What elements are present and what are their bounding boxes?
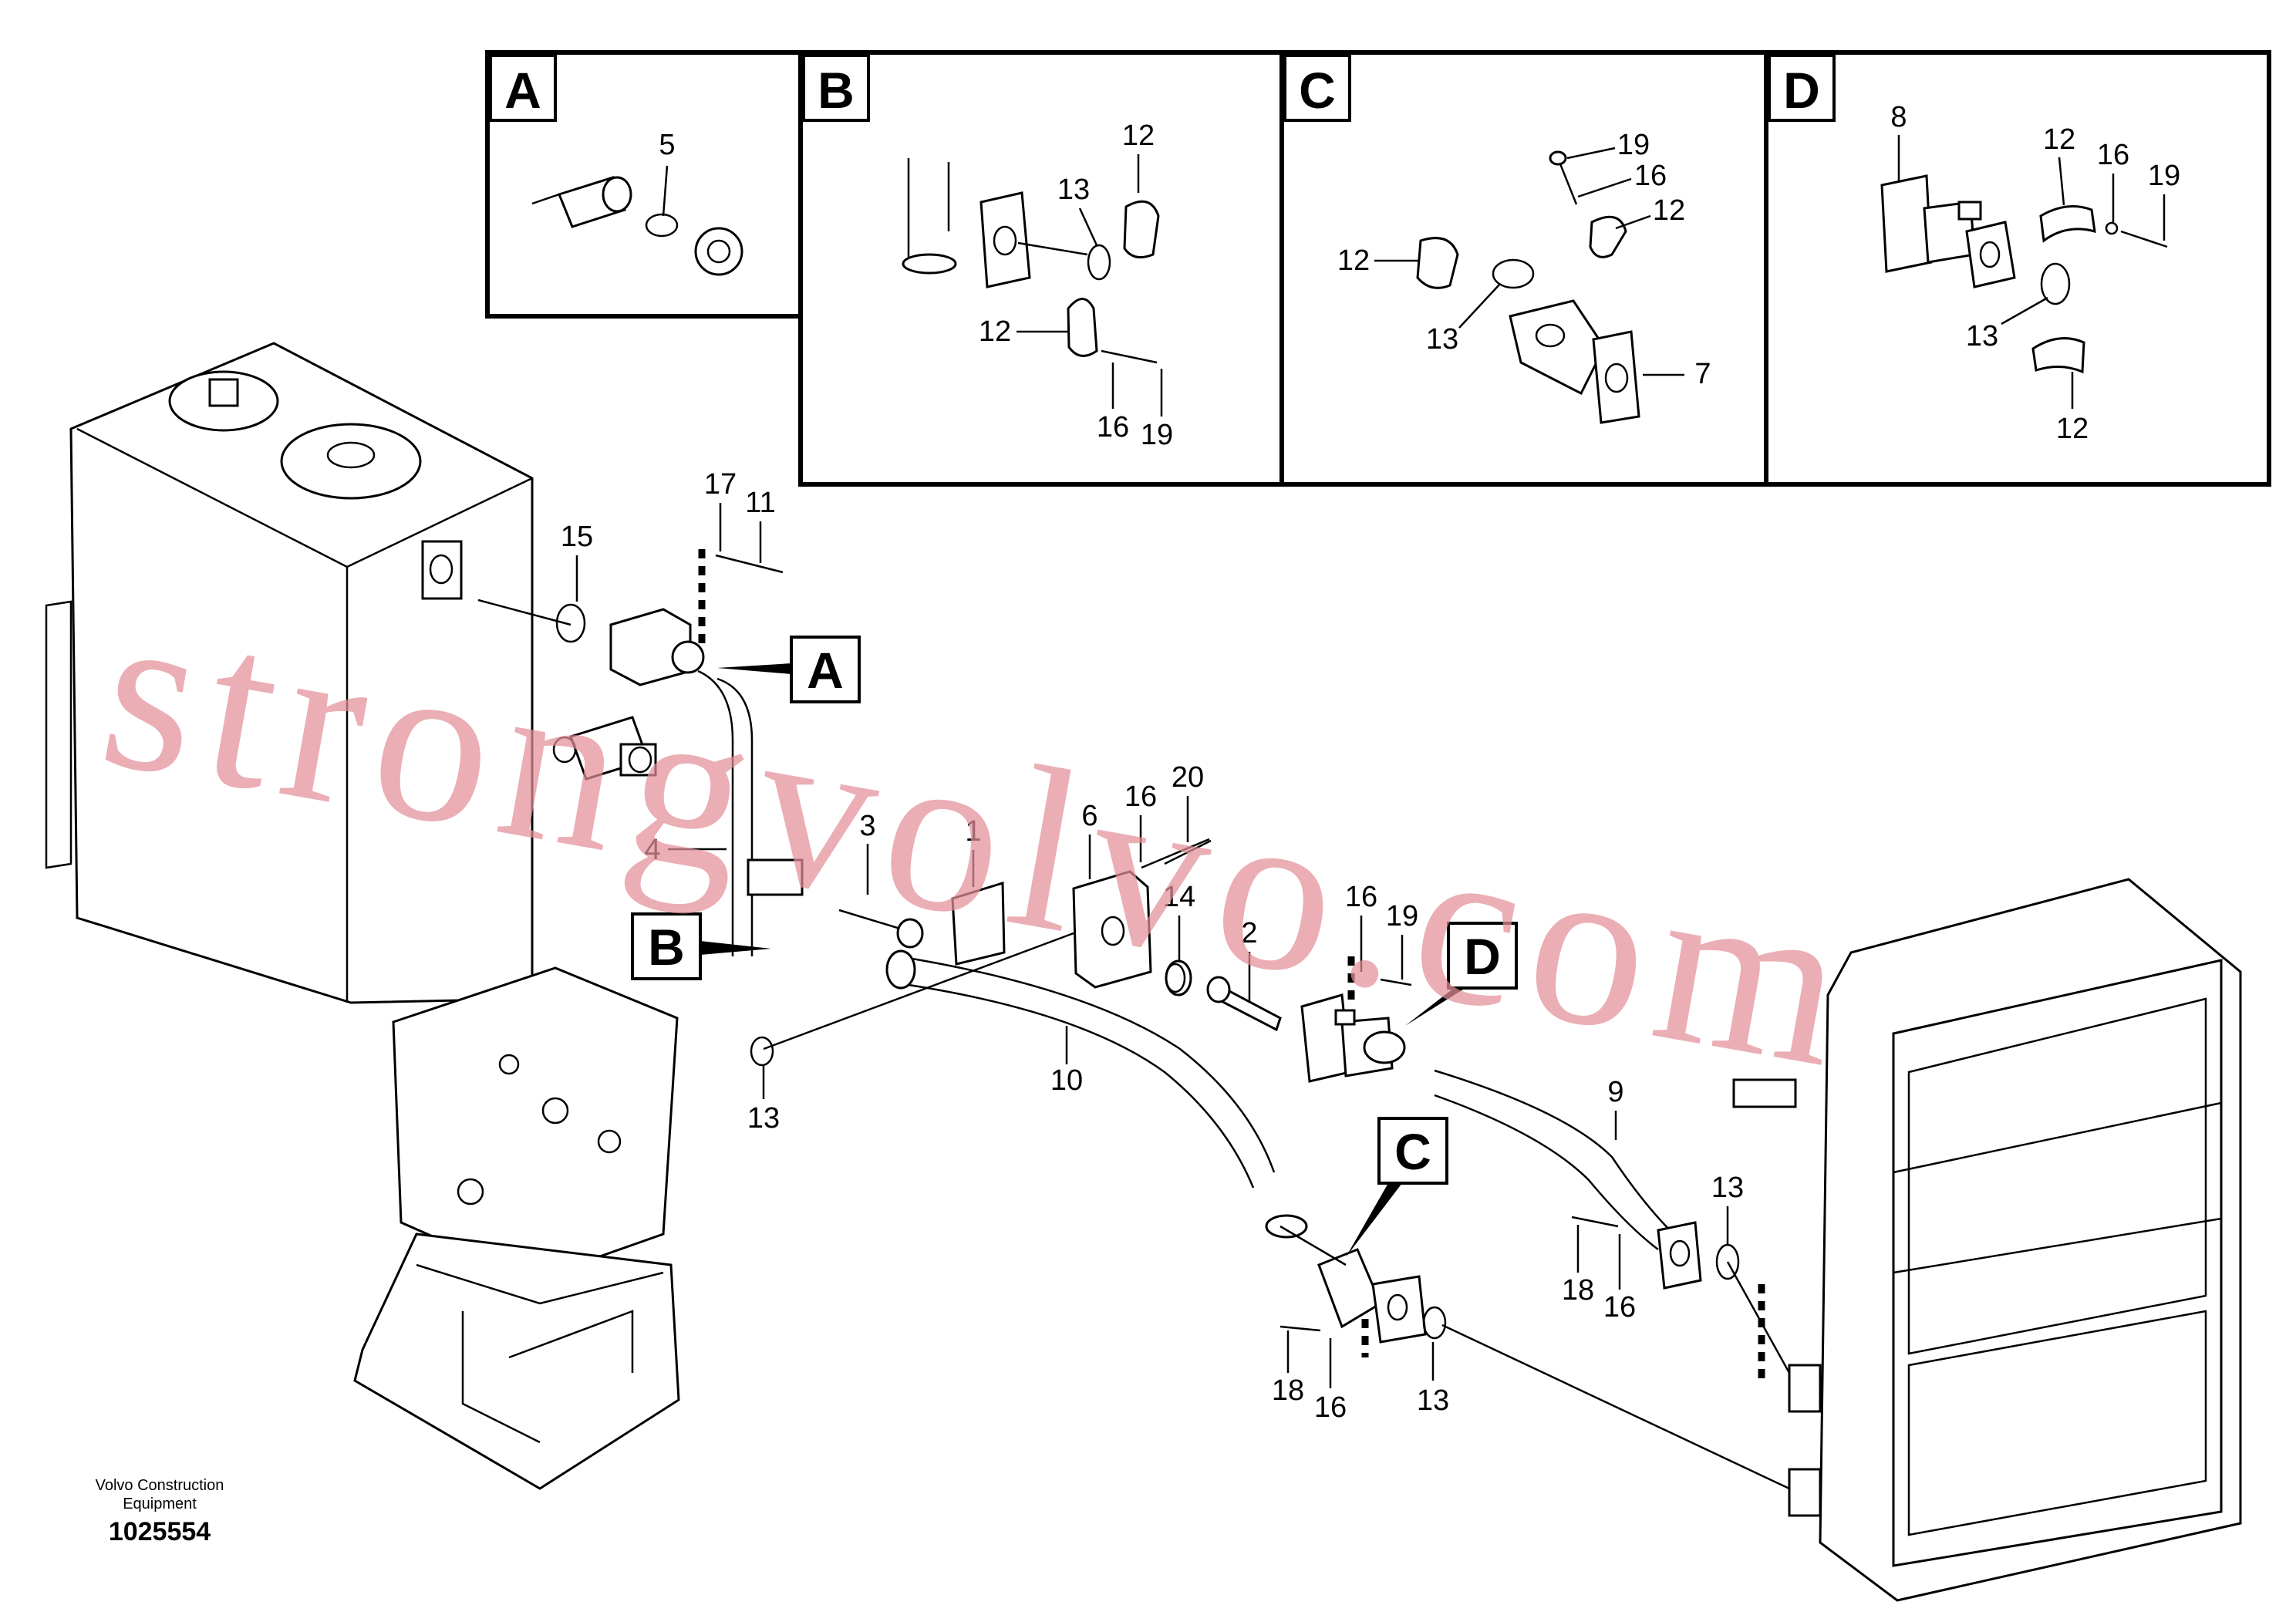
tank-adapter (552, 608, 804, 956)
part-label-15: 15 (561, 521, 593, 553)
panel-d-label-8: 8 (1890, 101, 1907, 133)
part-label-6: 6 (1081, 800, 1097, 832)
part-labels: 17 11 15 4 3 1 6 16 20 14 2 16 19 13 10 … (561, 468, 1744, 1424)
part-label-14: 14 (1163, 881, 1195, 913)
callout-a-letter: A (807, 642, 844, 699)
part-label-16-right: 16 (1603, 1291, 1636, 1324)
panel-a-label-5: 5 (659, 129, 675, 161)
watermark-text: strongvolvo.com (86, 558, 1874, 1118)
part-label-2: 2 (1241, 917, 1257, 949)
callout-b: B (631, 912, 771, 980)
part-label-13-valve: 13 (747, 1102, 780, 1135)
callout-a: A (717, 636, 861, 703)
panel-c-label-7: 7 (1694, 358, 1711, 390)
center-lines (477, 599, 1791, 1490)
panel-c-label-13: 13 (1426, 323, 1458, 356)
detail-panel-a: A 5 (485, 50, 803, 319)
panel-d-label-12-bottom: 12 (2056, 413, 2089, 445)
bolts (715, 554, 1619, 1332)
panel-b-label-12-bottom: 12 (979, 315, 1011, 348)
part-label-13-c: 13 (1417, 1384, 1449, 1417)
control-valve (353, 966, 680, 1490)
footer: Volvo Construction Equipment 1025554 (96, 1477, 224, 1546)
panel-b-letter: B (818, 62, 855, 119)
panel-c-label-12-right: 12 (1653, 194, 1685, 227)
callout-c: C (1346, 1117, 1448, 1257)
part-label-11: 11 (745, 487, 775, 519)
hose-9 (1434, 1069, 1674, 1250)
oil-cooler (1732, 878, 2242, 1602)
callout-d: D (1405, 922, 1518, 1026)
panel-b-label-12-top: 12 (1122, 120, 1155, 152)
footer-company-line2: Equipment (123, 1496, 197, 1512)
callout-c-letter: C (1394, 1123, 1431, 1180)
part-label-17: 17 (704, 468, 737, 501)
part-label-3: 3 (859, 810, 875, 842)
panel-b-label-16: 16 (1097, 411, 1129, 443)
panel-c-letter: C (1299, 62, 1336, 119)
part-label-10: 10 (1050, 1064, 1083, 1097)
panel-b-label-13: 13 (1057, 174, 1090, 206)
panel-c-label-19: 19 (1617, 129, 1650, 161)
panel-b-label-19: 19 (1141, 419, 1173, 451)
footer-company-line1: Volvo Construction (96, 1477, 224, 1494)
part-label-16-top: 16 (1124, 781, 1157, 813)
part-label-16-c: 16 (1314, 1391, 1347, 1424)
part-label-18-c: 18 (1272, 1374, 1304, 1407)
panel-d-label-19: 19 (2148, 160, 2180, 192)
callout-b-letter: B (648, 919, 685, 976)
panel-d-label-12-top: 12 (2043, 123, 2075, 156)
part-label-4: 4 (644, 834, 660, 866)
flange-d (1300, 993, 1406, 1083)
part-label-1: 1 (965, 815, 981, 848)
part-label-9: 9 (1607, 1076, 1623, 1108)
hydraulic-tank (45, 342, 534, 1004)
part-label-19: 19 (1386, 900, 1418, 932)
panel-c-label-16: 16 (1634, 160, 1667, 192)
panel-c-label-12-left: 12 (1337, 244, 1370, 277)
center-fittings (838, 838, 1282, 1032)
detail-panel-c: C 19 16 12 12 13 7 (1279, 50, 1768, 487)
detail-panel-d: D 8 12 16 19 13 12 (1764, 50, 2271, 487)
flange-c (1317, 1221, 1702, 1344)
part-label-16-d: 16 (1345, 881, 1377, 913)
panel-a-letter: A (504, 62, 541, 119)
panel-d-label-13: 13 (1966, 320, 1998, 352)
panel-d-label-16: 16 (2097, 139, 2129, 171)
callout-d-letter: D (1464, 928, 1501, 985)
panel-d-letter: D (1783, 62, 1820, 119)
part-label-20: 20 (1172, 761, 1204, 794)
hose-10 (885, 949, 1308, 1239)
part-label-13-cooler: 13 (1711, 1172, 1744, 1204)
detail-panel-b: B 12 13 12 16 19 (798, 50, 1284, 487)
footer-drawing-number: 1025554 (109, 1517, 211, 1546)
part-label-18-right: 18 (1562, 1274, 1594, 1307)
assembly-dashes (698, 549, 1765, 1381)
o-rings (555, 603, 1740, 1340)
